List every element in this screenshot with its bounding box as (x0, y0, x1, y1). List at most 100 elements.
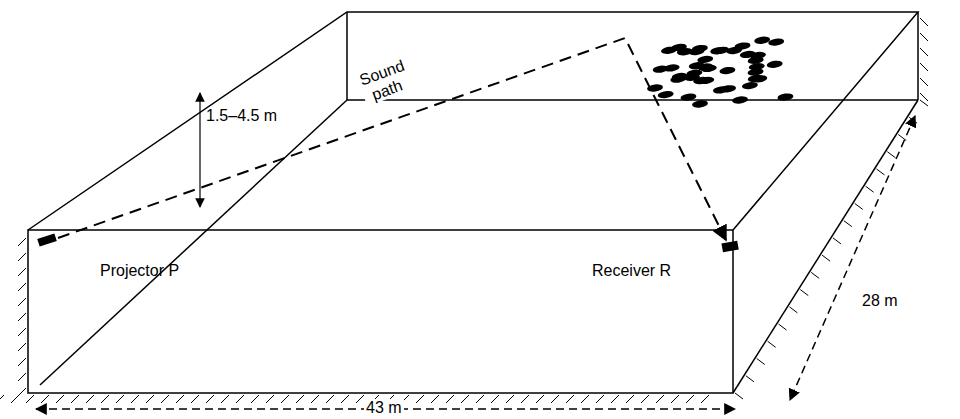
hatch-stroke (611, 395, 619, 403)
length-dimension: 43 m (364, 399, 404, 417)
hatch-stroke (431, 395, 439, 403)
hatch-stroke (566, 395, 574, 403)
hatch-stroke (18, 313, 26, 321)
hatch-stroke (18, 283, 26, 291)
hatch-stroke (236, 395, 244, 403)
hatch-stroke (876, 169, 884, 175)
hatch-stroke (146, 395, 154, 403)
fish (663, 63, 680, 72)
fish (754, 36, 771, 45)
receiver-symbol (721, 241, 738, 253)
hatch-stroke (920, 100, 928, 106)
sound-path-label: Sound path (355, 57, 412, 106)
hatch-stroke (11, 395, 19, 403)
hatch-stroke (887, 152, 895, 158)
hatch-stroke (920, 18, 928, 26)
hatch-stroke (191, 395, 199, 403)
hatch-stroke (101, 395, 109, 403)
hatch-stroke (18, 238, 26, 246)
fish (710, 46, 727, 55)
projector-symbol (37, 233, 57, 246)
hatch-stroke (221, 395, 229, 403)
hatch-stroke (746, 376, 754, 382)
hatch-stroke (266, 395, 274, 403)
hatch-stroke (41, 395, 49, 403)
hatch-stroke (56, 395, 64, 403)
fish (693, 76, 710, 85)
hatch-stroke (920, 48, 928, 56)
hatch-stroke (461, 395, 469, 403)
hatch-stroke (18, 343, 26, 351)
hatch-stroke (855, 203, 863, 209)
hatch-stroke (0, 395, 4, 403)
hatch-stroke (536, 395, 544, 403)
hatch-stroke (18, 358, 26, 366)
hatch-stroke (281, 395, 289, 403)
hatch-stroke (800, 290, 808, 296)
hatch-stroke (789, 307, 797, 313)
hatch-stroke (18, 253, 26, 261)
hatch-stroke (581, 395, 589, 403)
hatch-stroke (686, 395, 694, 403)
hatch-stroke (626, 395, 634, 403)
width-arrow (790, 116, 915, 400)
hatch-stroke (811, 272, 819, 278)
fish (647, 83, 664, 92)
hatch-stroke (161, 395, 169, 403)
hatch-stroke (18, 298, 26, 306)
depth-dimension: 1.5–4.5 m (206, 107, 277, 125)
hatch-stroke (18, 328, 26, 336)
hatch-stroke (446, 395, 454, 403)
hatch-stroke (176, 395, 184, 403)
hatch-stroke (131, 395, 139, 403)
fish (777, 92, 794, 101)
hatch-stroke (18, 388, 26, 396)
fish (691, 44, 708, 53)
hatch-stroke (866, 186, 874, 192)
hatch-stroke (701, 395, 709, 403)
hatch-stroke (476, 395, 484, 403)
hatch-stroke (735, 393, 743, 399)
hatch-stroke (844, 221, 852, 227)
projector-label: Projector P (100, 262, 179, 280)
fish (700, 64, 717, 73)
fish (747, 74, 764, 83)
hatch-stroke (920, 33, 928, 41)
hatch-stroke (521, 395, 529, 403)
hatch-stroke (596, 395, 604, 403)
fish (766, 60, 783, 69)
fish (739, 50, 756, 59)
hatch-stroke (920, 78, 928, 86)
fish (697, 55, 714, 64)
hatch-stroke (898, 134, 906, 140)
hatch-stroke (491, 395, 499, 403)
receiver-label: Receiver R (592, 262, 671, 280)
hatch-stroke (551, 395, 559, 403)
hatch-stroke (356, 395, 364, 403)
hatch-stroke (779, 324, 787, 330)
hatch-stroke (920, 63, 928, 71)
hatch-stroke (833, 238, 841, 244)
hatch-stroke (920, 93, 928, 101)
hatch-stroke (671, 395, 679, 403)
hatch-stroke (341, 395, 349, 403)
tank-outline (28, 12, 918, 393)
fish (657, 90, 674, 99)
width-dimension: 28 m (862, 292, 898, 310)
fish (680, 93, 697, 102)
fish (748, 62, 765, 71)
hatch-stroke (416, 395, 424, 403)
hatch-stroke (116, 395, 124, 403)
hatch-stroke (86, 395, 94, 403)
hatch-stroke (506, 395, 514, 403)
depth-arrow (199, 93, 200, 207)
hatch-stroke (757, 359, 765, 365)
fish (661, 46, 678, 55)
hatch-stroke (326, 395, 334, 403)
hatch-stroke (311, 395, 319, 403)
hatch-stroke (296, 395, 304, 403)
fish (719, 66, 736, 75)
sound-path (58, 38, 726, 240)
fish (726, 46, 743, 55)
